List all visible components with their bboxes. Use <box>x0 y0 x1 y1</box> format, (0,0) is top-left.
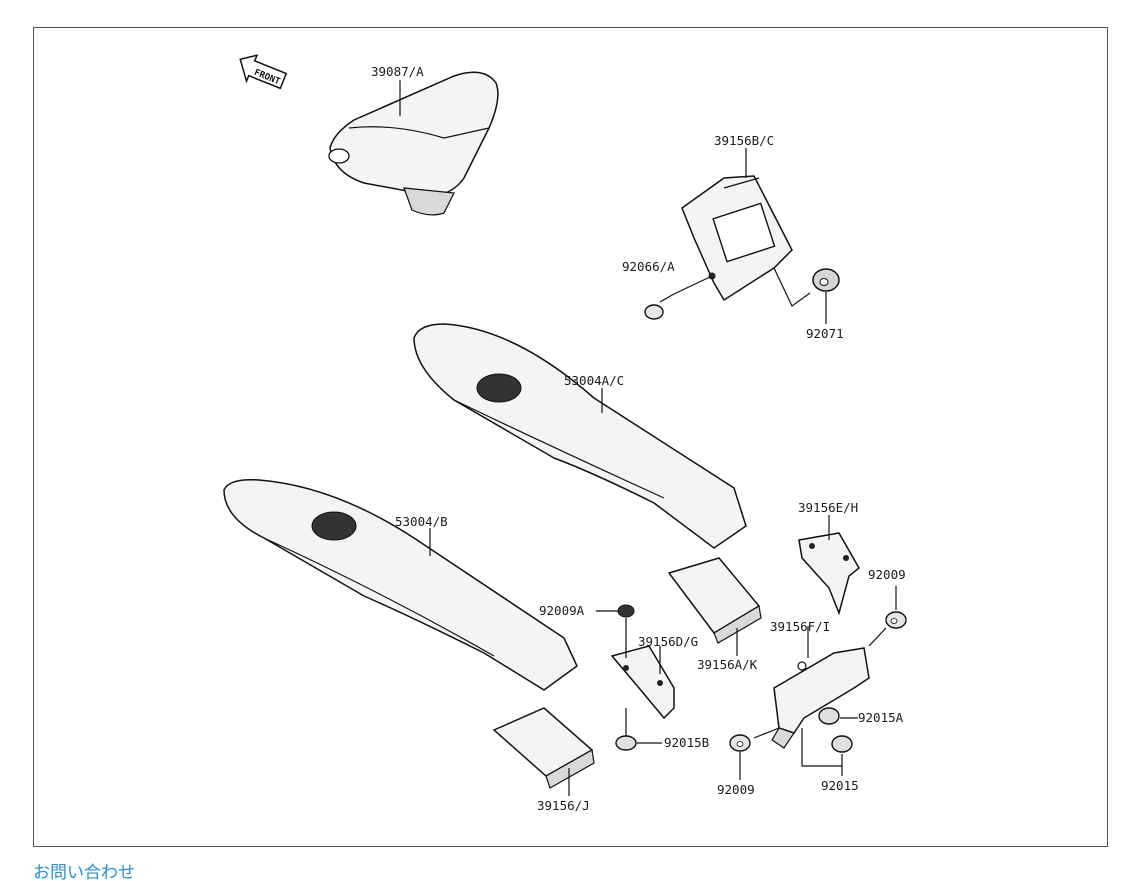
label-92015B: 92015B <box>664 735 709 750</box>
label-39156FI: 39156F/I <box>770 619 830 634</box>
part-92009-bottom-washer <box>729 734 751 752</box>
part-39156EH-bracket <box>798 532 860 616</box>
part-39156BC <box>681 175 793 302</box>
part-39156DG-bracket <box>610 645 675 720</box>
part-92015A-nut <box>818 707 840 725</box>
label-92071: 92071 <box>806 326 844 341</box>
part-39087A-cover <box>328 71 499 216</box>
label-92009A: 92009A <box>539 603 585 618</box>
label-92009-top: 92009 <box>868 567 906 582</box>
leader-92066A <box>673 275 713 295</box>
label-92066A: 92066/A <box>622 259 675 274</box>
part-39156AK-block <box>667 557 762 644</box>
label-92015A: 92015A <box>858 710 904 725</box>
label-92015: 92015 <box>821 778 859 793</box>
part-53004B-panel <box>223 478 578 691</box>
label-53004AC: 53004A/C <box>564 373 624 388</box>
leader-92015-a <box>801 728 843 767</box>
front-arrow-icon: FRONT <box>239 54 288 90</box>
label-39156BC: 39156B/C <box>714 133 774 148</box>
parts-diagram-frame: FRONT 39087/A 39156B/C 92066/A 92071 530… <box>33 27 1108 847</box>
part-92015B-nut <box>615 708 637 751</box>
part-92009A-bolt <box>617 604 635 658</box>
label-92009-bottom: 92009 <box>717 782 755 797</box>
label-39156AK: 39156A/K <box>697 657 758 672</box>
part-39156FI-bracket <box>753 627 887 749</box>
parts-diagram: FRONT 39087/A 39156B/C 92066/A 92071 530… <box>223 54 907 813</box>
label-39156EH: 39156E/H <box>798 500 858 515</box>
part-92015-nut <box>831 735 853 753</box>
leader-92071-a <box>773 267 811 307</box>
contact-link[interactable]: お問い合わせ <box>33 863 135 883</box>
label-39156DG: 39156D/G <box>638 634 698 649</box>
part-92071-grommet <box>812 268 840 292</box>
label-39087A: 39087/A <box>371 64 424 79</box>
label-39156J: 39156/J <box>537 798 590 813</box>
part-53004AC-panel <box>413 323 747 549</box>
part-39156J-block <box>492 707 595 789</box>
part-92009-top-washer <box>885 611 907 629</box>
label-53004B: 53004/B <box>395 514 448 529</box>
